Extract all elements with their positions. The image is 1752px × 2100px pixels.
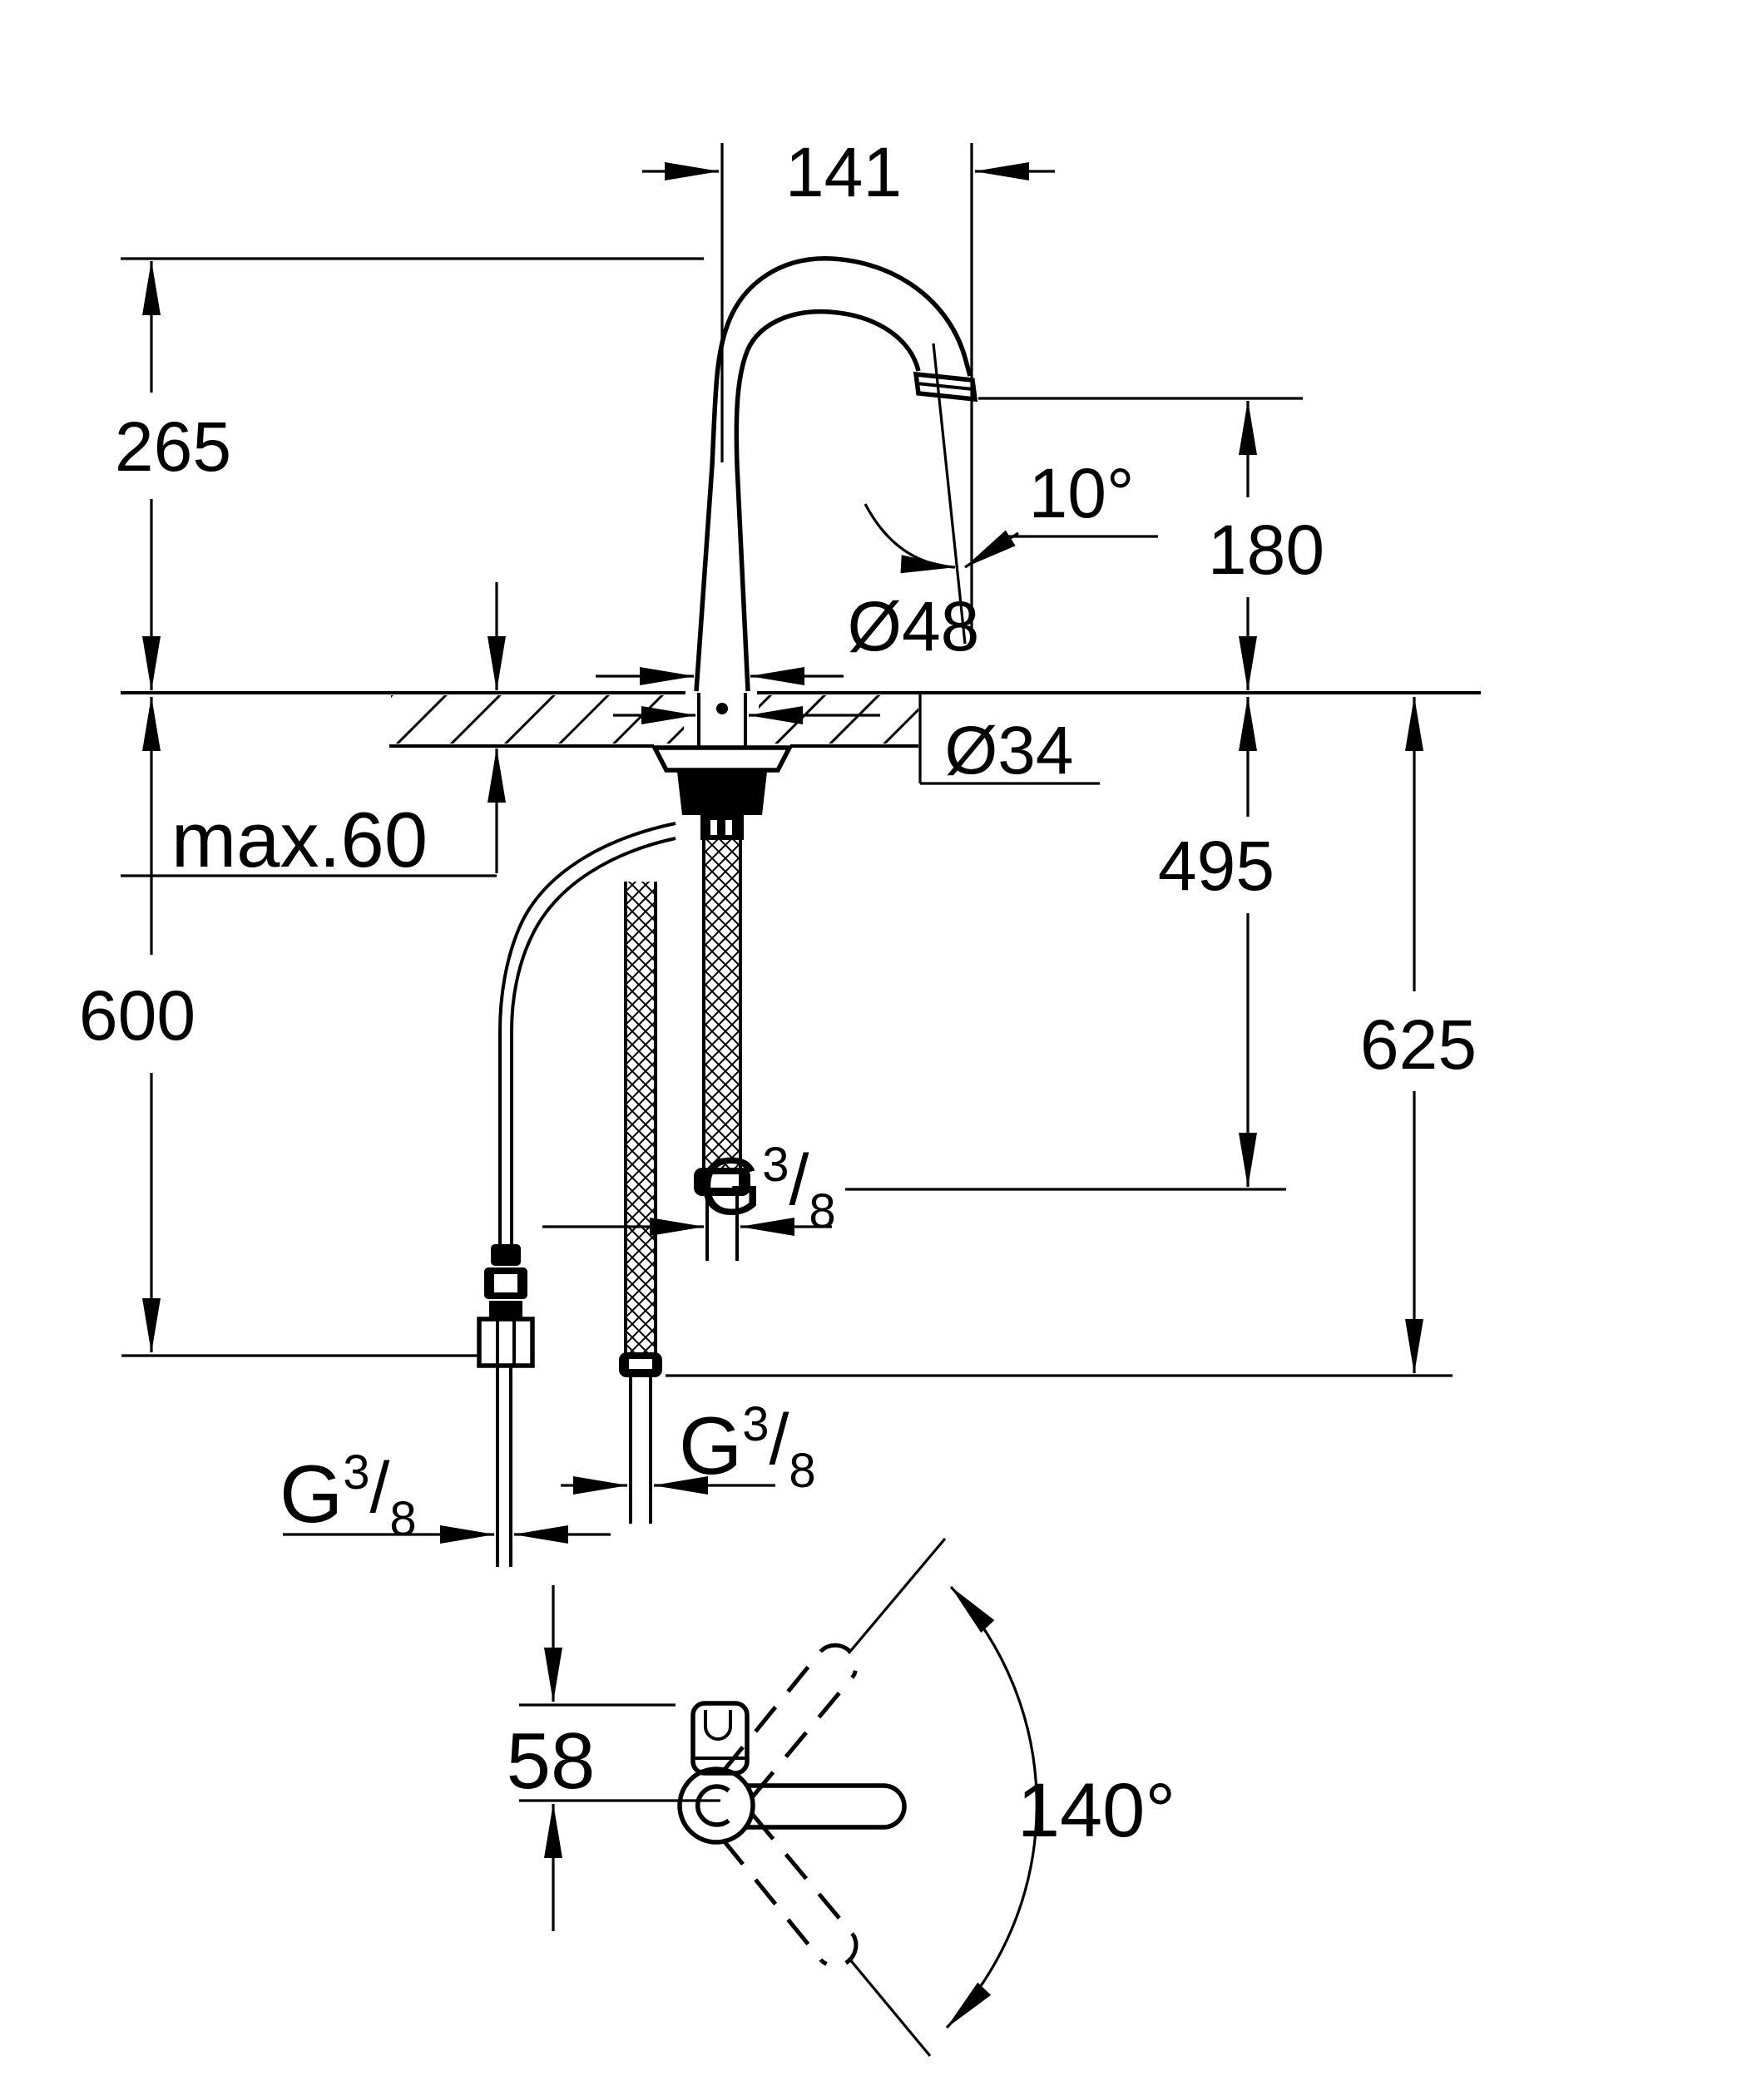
coupling-collar-top — [491, 1244, 521, 1266]
collar-slit-2 — [725, 820, 732, 835]
dim-swivel-140: 140° — [1017, 1768, 1175, 1853]
hose2-braid — [626, 882, 656, 1354]
label-265: 265 — [115, 408, 231, 486]
aerator-band-line — [916, 382, 974, 391]
label-58: 58 — [507, 1717, 596, 1806]
dim-thread-g38-hose2: G3/8 — [561, 1397, 816, 1498]
dim-thread-g38-hose: G3/8 — [542, 1138, 836, 1238]
mounting-washer — [651, 745, 794, 773]
label-g38-hose2: G3/8 — [679, 1397, 816, 1498]
leader-arrow — [964, 530, 1019, 569]
label-140deg: 140° — [1017, 1768, 1175, 1853]
coupling-window — [494, 1274, 517, 1292]
pivot-inner-arc — [695, 1784, 730, 1827]
counter-hatch-left — [391, 695, 684, 744]
swivel-arc — [945, 1585, 1038, 2029]
dim-handle-offset-58: 58 — [507, 1585, 720, 1931]
hose-braid — [704, 839, 740, 1168]
spout-and-body — [694, 256, 978, 714]
dim-outlet-height-180: 180 — [1208, 400, 1324, 691]
pipe-inner — [510, 837, 676, 1244]
label-d34: Ø34 — [945, 713, 1074, 788]
dim-height-265: 265 — [115, 260, 231, 691]
mounting-nut — [677, 772, 767, 815]
swivel-ref-line-lower — [847, 1956, 932, 2058]
dim-body-diameter-48: Ø48 — [596, 587, 980, 685]
label-625: 625 — [1360, 1006, 1477, 1084]
label-495: 495 — [1158, 827, 1274, 905]
valve-body-plan — [690, 1701, 750, 1776]
hose2-fitting-band — [629, 1359, 652, 1369]
label-g38-pipe: G3/8 — [280, 1445, 417, 1546]
dim-spout-reach-141: 141 — [121, 133, 1055, 640]
pipe-outer — [498, 822, 676, 1244]
handle-up-dashed-edge1 — [751, 1674, 855, 1798]
label-180: 180 — [1208, 511, 1324, 589]
label-600: 600 — [79, 976, 195, 1055]
supply-hose-main — [694, 839, 750, 1261]
handle-pivot-circle — [677, 1766, 755, 1845]
supply-hose-second — [619, 882, 662, 1524]
dim-pipe-length-600: 600 — [79, 696, 478, 1357]
dim-hose-495: 495 — [845, 696, 1286, 1191]
coupling-collar-bottom — [489, 1301, 522, 1317]
set-screw-dot — [716, 703, 728, 714]
handle-down-dashed-edge2 — [721, 1838, 824, 1963]
hose-collar — [700, 815, 744, 840]
handle-up-dashed-edge2 — [721, 1648, 824, 1773]
cold-supply-pipe — [477, 822, 676, 1567]
hose-nut-band — [705, 1174, 739, 1188]
handle-solid — [746, 1783, 907, 1830]
mounting-hardware — [651, 745, 794, 840]
countertop-section — [121, 691, 1481, 785]
swing-arc-arrow — [864, 503, 956, 574]
coupling-nut — [477, 1317, 535, 1368]
dim-outlet-angle-10: 10° — [864, 343, 1303, 645]
spout-outer-curve — [694, 256, 973, 692]
dim-deck-thickness-max60: max.60 — [121, 582, 506, 883]
tilted-outlet-axis — [932, 343, 967, 645]
spout-inner-curve — [734, 309, 921, 692]
swivel-ref-line-upper — [847, 1537, 947, 1655]
counter-hatch-right — [759, 695, 918, 744]
collar-slit-1 — [710, 820, 717, 835]
spout-aerator — [913, 371, 978, 403]
dim-hole-diameter-34: Ø34 — [613, 706, 1074, 788]
handle-up-dashed-cap — [820, 1643, 859, 1678]
label-g38-hose: G3/8 — [699, 1138, 836, 1238]
bottom-view — [677, 1537, 1038, 2058]
handle-down-dashed-cap — [820, 1934, 859, 1969]
dim-thread-g38-pipe: G3/8 — [280, 1445, 611, 1546]
handle-down-dashed-edge1 — [751, 1813, 855, 1937]
label-max60: max.60 — [171, 796, 428, 883]
label-d48: Ø48 — [848, 587, 980, 665]
label-10deg: 10° — [1028, 454, 1134, 532]
dim-hose-625: 625 — [666, 696, 1477, 1377]
outlet-window — [704, 1710, 732, 1741]
label-141: 141 — [785, 133, 902, 211]
